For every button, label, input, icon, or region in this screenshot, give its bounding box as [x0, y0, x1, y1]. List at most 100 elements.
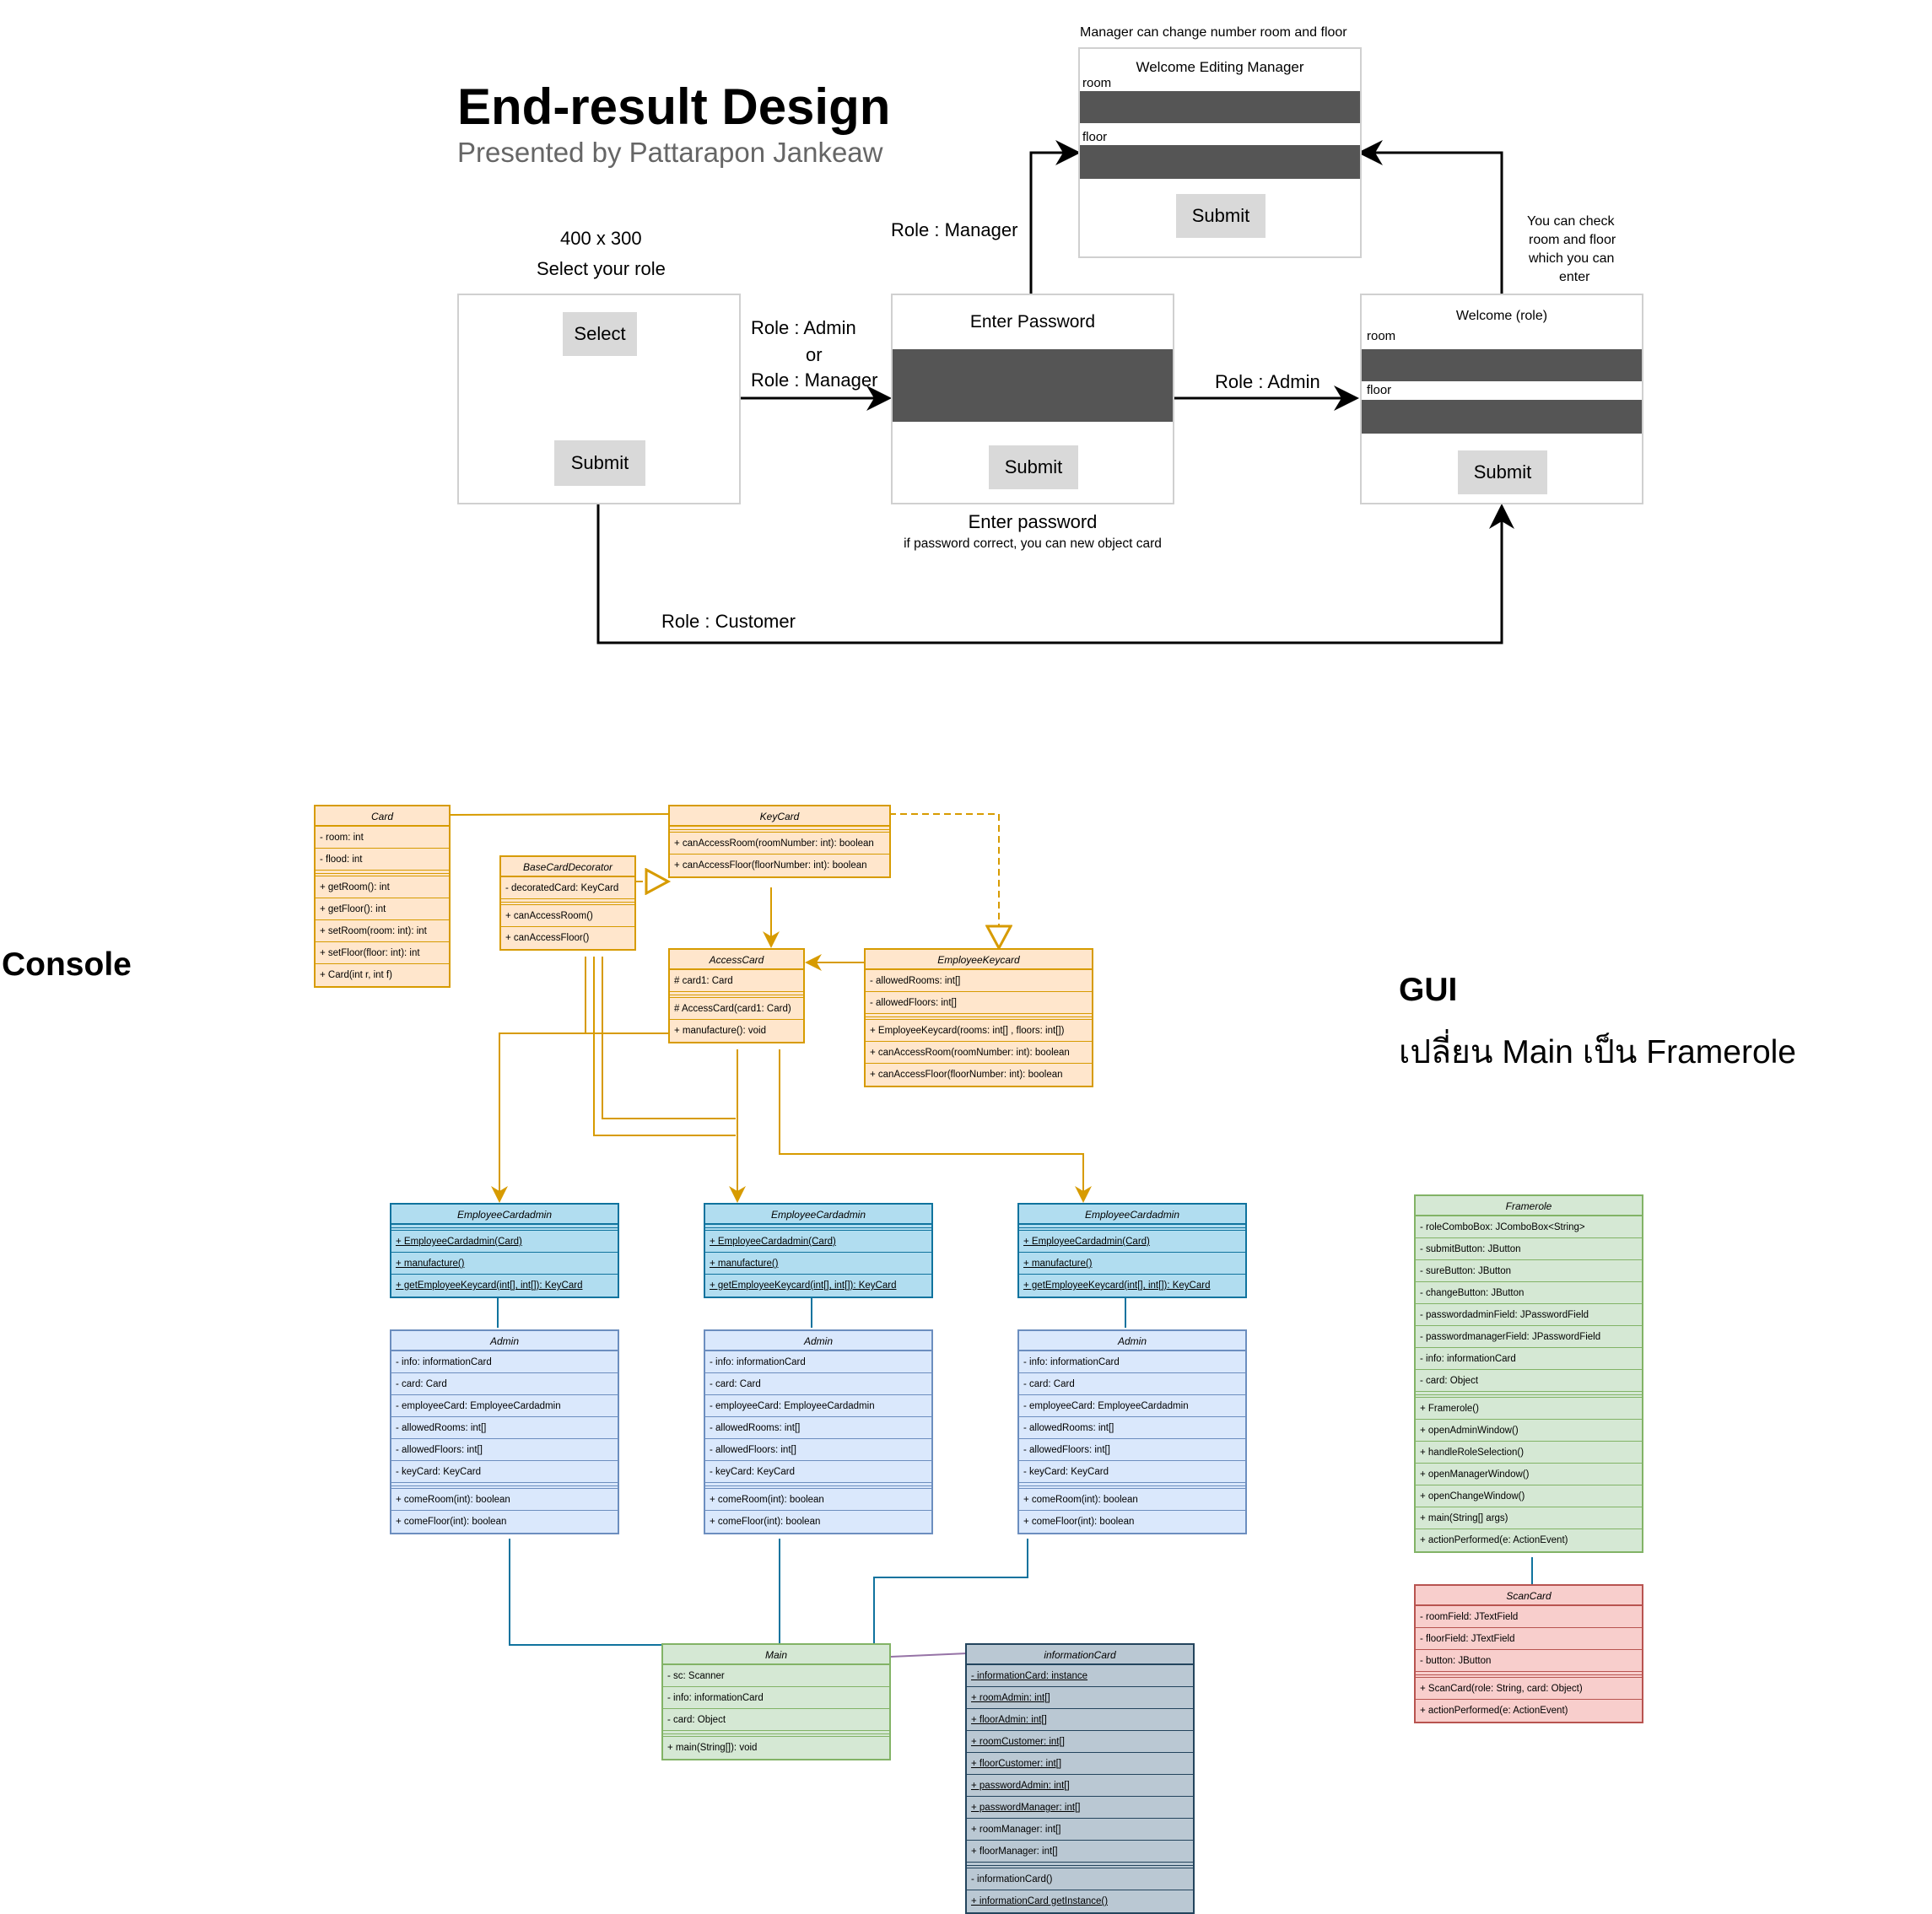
class-attribute: - info: informationCard	[1416, 1348, 1642, 1370]
welcome-window: Welcome (role) room floor Submit	[1360, 294, 1643, 504]
class-name: AccessCard	[670, 950, 803, 970]
class-attribute: - informationCard: instance	[967, 1665, 1193, 1687]
class-attribute: - allowedFloors: int[]	[866, 992, 1092, 1014]
class-name: EmployeeCardadmin	[391, 1205, 618, 1225]
class-attribute: - card: Card	[391, 1373, 618, 1395]
class-method: + manufacture()	[705, 1253, 931, 1275]
class-scancard: ScanCard- roomField: JTextField- floorFi…	[1414, 1584, 1643, 1723]
class-attribute: - passwordmanagerField: JPasswordField	[1416, 1326, 1642, 1348]
class-separator	[1019, 1225, 1245, 1231]
class-method: + actionPerformed(e: ActionEvent)	[1420, 1706, 1568, 1716]
keycard-employeekeycard-realization	[889, 813, 999, 948]
class-keycard: KeyCard + canAccessRoom(roomNumber: int):…	[668, 805, 891, 878]
manager-window: Welcome Editing Manager room floor Submi…	[1078, 47, 1362, 258]
class-attribute: - changeButton: JButton	[1416, 1282, 1642, 1304]
password-field[interactable]	[893, 349, 1173, 422]
class-method: + getEmployeeKeycard(int[], int[]): KeyC…	[396, 1280, 583, 1291]
class-attribute: - allowedRooms: int[]	[866, 970, 1092, 992]
welcome-floor-field[interactable]	[1362, 400, 1642, 434]
class-method: + getEmployeeKeycard(int[], int[]): KeyC…	[1023, 1280, 1211, 1291]
class-name: EmployeeKeycard	[866, 950, 1092, 970]
welcome-submit-button[interactable]: Submit	[1458, 450, 1547, 494]
class-attribute: - flood: int	[316, 849, 449, 871]
class-name: KeyCard	[670, 806, 889, 827]
class-method: + canAccessRoom(roomNumber: int): boolea…	[866, 1042, 1092, 1064]
class-separator	[1019, 1483, 1245, 1489]
class-attribute: - sc: Scanner	[663, 1665, 889, 1687]
class-method: + comeRoom(int): boolean	[1019, 1489, 1245, 1511]
manager-room-label: room	[1082, 76, 1112, 90]
password-submit-button[interactable]: Submit	[989, 445, 1078, 489]
edge-label-customer: Role : Customer	[661, 611, 796, 632]
password-window: Enter Password Submit	[891, 294, 1174, 504]
class-attribute: + roomCustomer: int[]	[967, 1731, 1193, 1753]
class-method: + EmployeeCardadmin(Card)	[705, 1231, 931, 1253]
welcome-room-label: room	[1367, 329, 1396, 343]
class-attribute: - room: int	[316, 827, 449, 849]
class-attribute: - allowedRooms: int[]	[1019, 1417, 1245, 1439]
class-attribute: - card: Card	[705, 1373, 931, 1395]
class-method: + canAccessFloor(floorNumber: int): bool…	[674, 860, 867, 871]
password-caption: Enter password	[968, 511, 1098, 532]
class-attribute: - allowedFloors: int[]	[1019, 1439, 1245, 1461]
class-method: + canAccessRoom()	[501, 905, 634, 927]
welcome-floor-label: floor	[1367, 383, 1392, 397]
class-method: + comeFloor(int): boolean	[1023, 1517, 1135, 1527]
welcome-room-field[interactable]	[1362, 349, 1642, 381]
class-attribute: - allowedFloors: int[]	[705, 1439, 931, 1461]
class-employeekeycard: EmployeeKeycard- allowedRooms: int[]- al…	[864, 948, 1093, 1087]
check-note-3: which you can	[1529, 251, 1615, 266]
class-method: + manufacture(): void	[674, 1026, 766, 1036]
manager-floor-field[interactable]	[1080, 145, 1360, 179]
card-keycard-link	[448, 813, 671, 816]
class-attribute: - allowedFloors: int[]	[391, 1439, 618, 1461]
manager-submit-button[interactable]: Submit	[1176, 194, 1266, 238]
basecard-down-line-3	[602, 957, 736, 1119]
class-attribute: - info: informationCard	[705, 1351, 931, 1373]
class-method: + comeFloor(int): boolean	[710, 1517, 821, 1527]
class-informationcard: informationCard- informationCard: instan…	[965, 1643, 1195, 1914]
class-separator	[1416, 1672, 1642, 1678]
class-attribute: + floorAdmin: int[]	[967, 1709, 1193, 1731]
class-name: EmployeeCardadmin	[1019, 1205, 1245, 1225]
class-method: + EmployeeCardadmin(Card)	[1019, 1231, 1245, 1253]
manager-room-field[interactable]	[1080, 91, 1360, 123]
admin1-main-link	[509, 1539, 663, 1646]
admin3-main-link	[873, 1539, 1028, 1645]
arrow-role-to-welcome-customer	[596, 504, 1514, 644]
class-method: + getFloor(): int	[316, 898, 449, 920]
class-attribute: - employeeCard: EmployeeCardadmin	[391, 1395, 618, 1417]
class-method: + manufacture()	[1019, 1253, 1245, 1275]
class-method: # AccessCard(card1: Card)	[670, 998, 803, 1020]
class-attribute: - allowedRooms: int[]	[391, 1417, 618, 1439]
uml-blue-connectors	[497, 1297, 1533, 1646]
class-attribute: - keyCard: KeyCard	[705, 1461, 931, 1483]
class-method: + canAccessRoom(roomNumber: int): boolea…	[670, 833, 889, 855]
class-separator	[967, 1863, 1193, 1868]
class-accesscard: AccessCard# card1: Card# AccessCard(card…	[668, 948, 805, 1043]
class-method: + comeFloor(int): boolean	[396, 1517, 507, 1527]
class-method: + main(String[] args)	[1416, 1507, 1642, 1529]
edge-label-manager: Role : Manager	[751, 369, 878, 391]
class-method: + comeRoom(int): boolean	[391, 1489, 618, 1511]
select-button[interactable]: Select	[563, 312, 637, 356]
class-employeecardadmin-1: EmployeeCardadmin+ EmployeeCardadmin(Car…	[390, 1203, 619, 1298]
class-separator	[391, 1483, 618, 1489]
class-attribute: - keyCard: KeyCard	[391, 1461, 618, 1483]
class-method: + getRoom(): int	[316, 876, 449, 898]
password-note: if password correct, you can new object …	[904, 536, 1162, 551]
manager-floor-label: floor	[1082, 130, 1108, 144]
class-name: Card	[316, 806, 449, 827]
class-separator	[501, 899, 634, 905]
password-title: Enter Password	[969, 312, 1096, 332]
role-submit-button[interactable]: Submit	[554, 440, 645, 486]
class-attribute: + floorManager: int[]	[967, 1841, 1193, 1863]
accesscard-ecadmin1-arrow	[491, 1032, 668, 1203]
class-attribute: - keyCard: KeyCard	[1019, 1461, 1245, 1483]
edge-label-admin: Role : Admin	[751, 317, 856, 338]
manager-title: Welcome Editing Manager	[1136, 59, 1304, 75]
class-name: Admin	[391, 1331, 618, 1351]
class-method: + comeRoom(int): boolean	[705, 1489, 931, 1511]
class-name: BaseCardDecorator	[501, 857, 634, 877]
console-label: Console	[2, 946, 132, 983]
